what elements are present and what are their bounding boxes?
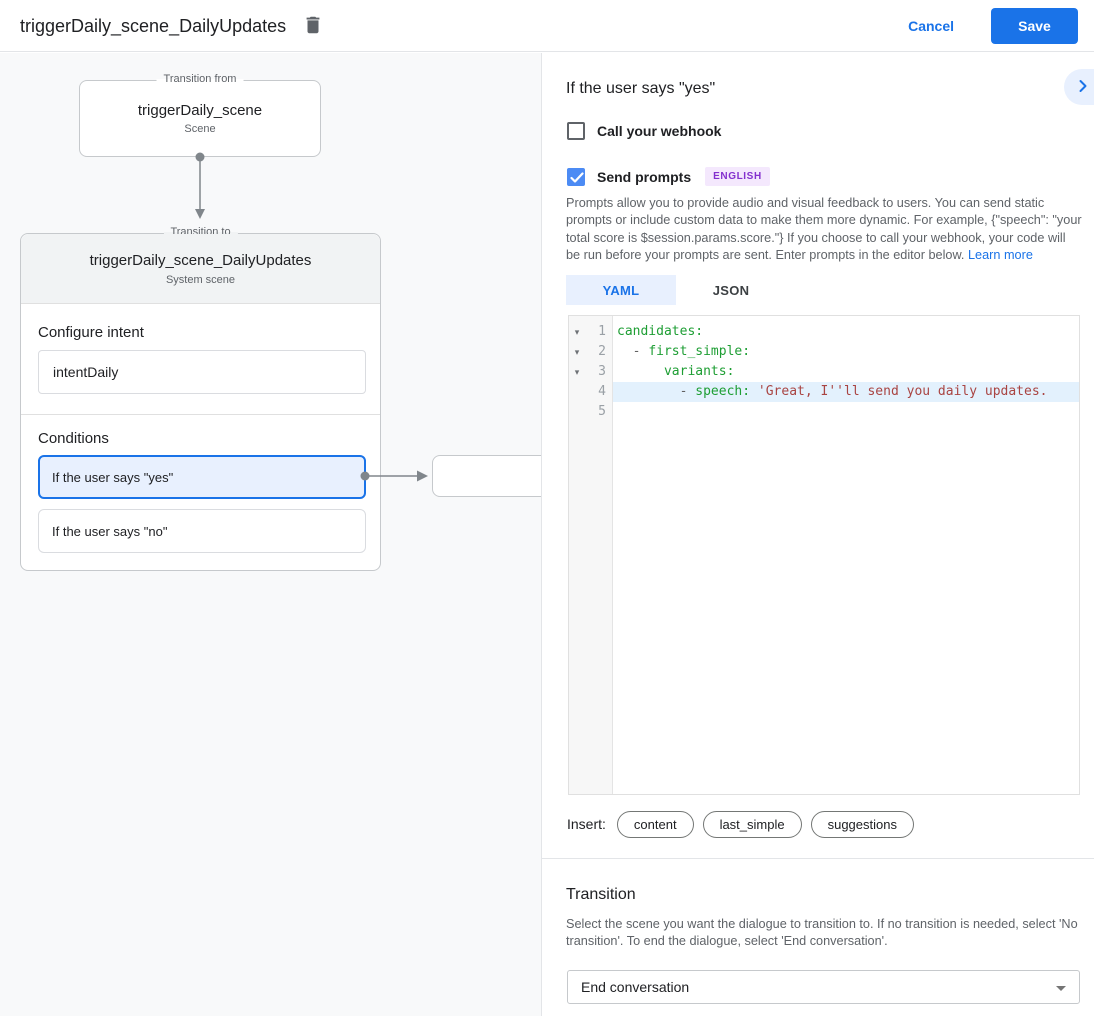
fold-spacer — [569, 402, 585, 422]
call-webhook-label: Call your webhook — [597, 123, 722, 139]
transition-description: Select the scene you want the dialogue t… — [566, 917, 1078, 949]
code-line: 5 — [569, 402, 1079, 422]
section-divider — [542, 858, 1094, 859]
fold-arrow-icon[interactable]: ▾ — [574, 327, 580, 337]
prompts-description: Prompts allow you to provide audio and v… — [566, 195, 1083, 264]
transition-dropdown-value: End conversation — [581, 979, 690, 995]
down-arrow-connector — [195, 152, 205, 219]
save-button[interactable]: Save — [991, 8, 1078, 44]
to-scene-type: System scene — [165, 274, 236, 286]
learn-more-link[interactable]: Learn more — [968, 247, 1033, 262]
transition-to-node[interactable]: Transition to triggerDaily_scene_DailyUp… — [20, 226, 381, 571]
collapse-panel-button[interactable] — [1064, 69, 1094, 105]
line-number: 2 — [598, 344, 606, 359]
condition-heading: If the user says "yes" — [566, 80, 716, 97]
fold-spacer — [569, 382, 585, 402]
line-gutter: 4 — [569, 382, 613, 402]
send-prompts-checkbox[interactable] — [567, 167, 585, 186]
insert-row: Insert: content last_simple suggestions — [567, 810, 923, 838]
trash-icon — [302, 16, 324, 39]
code-text: candidates: — [617, 324, 704, 339]
fold-arrow-icon[interactable]: ▾ — [574, 367, 580, 377]
code-line: ▾2 - first_simple: — [569, 342, 1079, 362]
webhook-row: Call your webhook — [567, 122, 721, 140]
language-badge: ENGLISH — [705, 167, 770, 186]
code-line: 4 - speech: 'Great, I''ll send you daily… — [569, 382, 1079, 402]
transition-from-node[interactable]: Transition from triggerDaily_scene Scene — [79, 73, 321, 157]
insert-chips: content last_simple suggestions — [616, 810, 923, 838]
prompts-row: Send prompts ENGLISH — [567, 167, 770, 186]
chevron-right-icon — [1073, 76, 1093, 99]
send-prompts-label: Send prompts — [597, 168, 692, 185]
delete-button[interactable] — [301, 14, 325, 38]
intent-field[interactable] — [38, 350, 366, 394]
line-gutter: ▾3 — [569, 362, 613, 382]
node-section-divider — [21, 414, 380, 415]
code-text: variants: — [663, 364, 735, 379]
fold-arrow-icon[interactable]: ▾ — [574, 347, 580, 357]
line-gutter: 5 — [569, 402, 613, 422]
from-scene-type: Scene — [184, 123, 216, 135]
cancel-button[interactable]: Cancel — [900, 8, 962, 44]
from-scene-name: triggerDaily_scene — [137, 102, 263, 119]
line-number: 5 — [598, 404, 606, 419]
transition-target-node[interactable] — [432, 455, 541, 497]
configure-intent-label: Configure intent — [38, 324, 144, 341]
editor-format-tabs: YAML JSON — [566, 275, 786, 305]
line-number: 1 — [598, 324, 606, 339]
conditions-label: Conditions — [38, 430, 109, 447]
transition-dropdown[interactable]: End conversation — [567, 970, 1080, 1004]
condition-detail-panel: If the user says "yes" Call your webhook… — [541, 53, 1094, 1016]
line-gutter: ▾2 — [569, 342, 613, 362]
code-text: - speech: 'Great, I''ll send you daily u… — [613, 382, 1079, 402]
insert-chip-content[interactable]: content — [616, 810, 694, 838]
line-number: 3 — [598, 364, 606, 379]
to-node-header: triggerDaily_scene_DailyUpdates System s… — [21, 234, 380, 304]
insert-label: Insert: — [567, 816, 606, 832]
scene-graph-canvas: Transition from triggerDaily_scene Scene… — [0, 53, 541, 1016]
call-webhook-checkbox[interactable] — [567, 122, 585, 140]
editor-gutter — [569, 316, 613, 794]
code-line: ▾3 variants: — [569, 362, 1079, 382]
transition-from-legend: Transition from — [156, 73, 244, 85]
tab-yaml[interactable]: YAML — [566, 275, 676, 305]
page-title: triggerDaily_scene_DailyUpdates — [20, 16, 287, 36]
to-scene-name: triggerDaily_scene_DailyUpdates — [89, 252, 312, 269]
conditions-list: If the user says "yes" If the user says "… — [38, 455, 366, 563]
transition-heading: Transition — [566, 886, 636, 903]
dropdown-caret-icon — [1056, 986, 1066, 991]
condition-item[interactable]: If the user says "no" — [38, 509, 366, 553]
code-text — [613, 402, 1079, 422]
line-number: 4 — [598, 384, 606, 399]
code-text: - first_simple: — [632, 344, 751, 359]
insert-chip-suggestions[interactable]: suggestions — [810, 810, 914, 838]
tab-json[interactable]: JSON — [712, 282, 750, 298]
line-gutter: ▾1 — [569, 322, 613, 342]
prompts-description-text: Prompts allow you to provide audio and v… — [566, 196, 1082, 262]
insert-chip-last_simple[interactable]: last_simple — [702, 810, 802, 838]
condition-item[interactable]: If the user says "yes" — [38, 455, 366, 499]
top-bar: triggerDaily_scene_DailyUpdates Cancel S… — [0, 0, 1094, 52]
